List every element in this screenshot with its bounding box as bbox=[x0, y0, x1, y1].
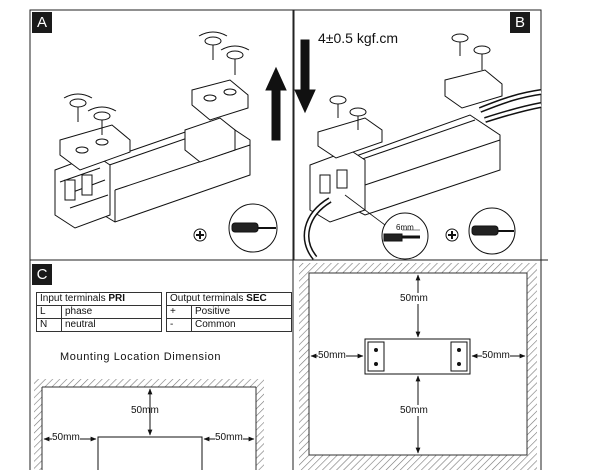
dim-right-top: 50mm bbox=[400, 293, 428, 304]
table-row: +Positive bbox=[166, 305, 292, 319]
secondary-table-header: Output terminals SEC bbox=[166, 292, 292, 306]
panel-frames bbox=[29, 9, 548, 470]
dim-left-right: 50mm bbox=[215, 432, 243, 443]
dim-left-left: 50mm bbox=[52, 432, 80, 443]
panel-letter-c: C bbox=[32, 264, 52, 285]
dim-right-left: 50mm bbox=[318, 350, 346, 361]
panel-b-drawing bbox=[294, 33, 542, 260]
primary-table-header: Input terminals PRI bbox=[36, 292, 162, 306]
torque-label: 4±0.5 kgf.cm bbox=[318, 30, 399, 46]
panel-a-drawing bbox=[54, 31, 287, 253]
mounting-left-drawing bbox=[34, 379, 264, 470]
table-row: -Common bbox=[166, 318, 292, 332]
mounting-title: Mounting Location Dimension bbox=[60, 351, 222, 363]
wire-strip-label: 6mm bbox=[396, 223, 414, 232]
secondary-terminal-table: Output terminals SEC +Positive -Common bbox=[166, 292, 292, 332]
dim-right-right: 50mm bbox=[482, 350, 510, 361]
dim-left-top: 50mm bbox=[131, 405, 159, 416]
panel-letter-a: A bbox=[32, 12, 52, 33]
panel-letter-b: B bbox=[510, 12, 530, 33]
dim-right-bottom: 50mm bbox=[400, 405, 428, 416]
mounting-right-drawing bbox=[299, 263, 537, 470]
